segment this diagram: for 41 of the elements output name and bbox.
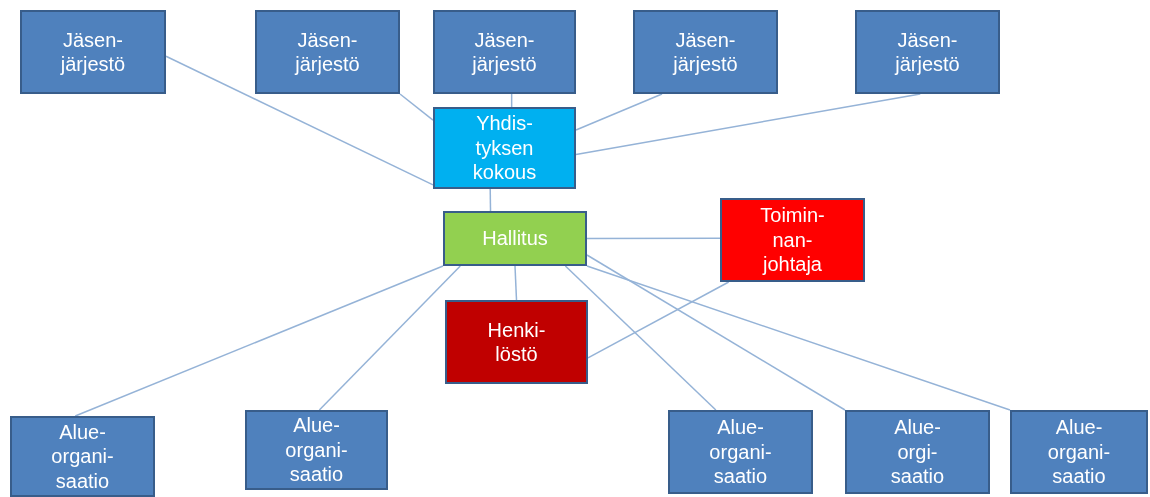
org-box (720, 198, 865, 282)
connector-line (586, 265, 1011, 411)
org-box (10, 416, 155, 497)
connector-line (74, 265, 444, 417)
box-label: Jäsen- järjestö (673, 27, 738, 77)
box-label: Jäsen- järjestö (895, 27, 960, 77)
box-label: Jäsen- järjestö (472, 27, 537, 77)
connector-line (587, 281, 730, 359)
org-box (1010, 410, 1148, 494)
connector-line (575, 93, 663, 131)
box-label: Jäsen- järjestö (60, 27, 126, 77)
box-label: Yhdis- tyksen kokous (472, 111, 537, 185)
box-label: Hallitus (482, 226, 548, 251)
box-label: Alue- organi- saatio (285, 413, 348, 487)
org-box (245, 410, 388, 490)
connector-line (399, 93, 434, 121)
box-label: Henki- löstö (487, 317, 546, 367)
org-box (633, 10, 778, 94)
org-box (855, 10, 1000, 94)
box-label: Alue- orgi- saatio (890, 415, 945, 489)
box-label: Jäsen- järjestö (295, 27, 360, 77)
org-box (445, 300, 588, 384)
connector-line (514, 265, 518, 301)
connector-line (575, 93, 921, 156)
org-box (668, 410, 813, 494)
connector-line (318, 265, 462, 411)
org-box (255, 10, 400, 94)
org-box (845, 410, 990, 494)
box-label: Alue- organi- saatio (709, 415, 772, 489)
connector-line (489, 188, 492, 212)
connector-line (564, 265, 717, 411)
connector-line (586, 254, 846, 411)
org-box (433, 107, 576, 189)
connector-line (586, 237, 721, 240)
box-label: Toimin- nan- johtaja (760, 203, 825, 277)
org-box (20, 10, 166, 94)
org-box (443, 211, 587, 266)
connector-line (165, 55, 434, 186)
box-label: Alue- organi- saatio (51, 419, 114, 494)
org-box (433, 10, 576, 94)
box-label: Alue- organi- saatio (1047, 415, 1111, 489)
